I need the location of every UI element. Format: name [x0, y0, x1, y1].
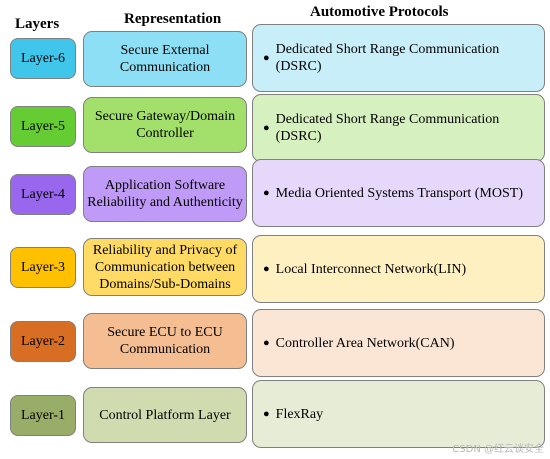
layer-label: Layer-4	[20, 187, 66, 202]
representation-header: Representation	[124, 11, 222, 27]
layer-label: Layer-6	[20, 51, 66, 66]
protocol-text: Local Interconnect Network(LIN)	[275, 261, 467, 277]
layer-4-box: Layer-4	[10, 174, 76, 215]
layer-3-box: Layer-3	[10, 247, 76, 288]
layer-4-protocol-box: ● Media Oriented Systems Transport (MOST…	[252, 159, 545, 227]
representation-text: Control Platform Layer	[99, 407, 231, 423]
bullet-icon: ●	[263, 51, 270, 64]
representation-text: Reliability and Privacy of Communication…	[92, 242, 238, 292]
layer-label: Layer-3	[20, 260, 66, 275]
layer-6-representation-box: Secure External Communication	[83, 31, 247, 87]
layer-5-protocol-box: ● Dedicated Short Range Communication (D…	[252, 94, 545, 162]
watermark: CSDN @红云谈安全	[452, 444, 544, 455]
layer-label: Layer-5	[20, 119, 66, 134]
protocol-text: Media Oriented Systems Transport (MOST)	[275, 185, 523, 201]
protocol-text: Dedicated Short Range Communication (DSR…	[275, 112, 500, 144]
protocol-text: Dedicated Short Range Communication (DSR…	[275, 42, 500, 74]
layer-2-box: Layer-2	[10, 321, 76, 362]
layer-label: Layer-1	[20, 408, 66, 423]
layer-1-protocol-box: ● FlexRay	[252, 380, 545, 448]
layer-5-representation-box: Secure Gateway/Domain Controller	[83, 97, 247, 153]
bullet-icon: ●	[263, 186, 270, 199]
layer-4-representation-box: Application Software Reliability and Aut…	[83, 166, 247, 222]
representation-text: Secure ECU to ECU Communication	[107, 325, 223, 357]
automotive-protocols-header: Automotive Protocols	[310, 4, 449, 20]
bullet-icon: ●	[263, 336, 270, 349]
protocol-text: FlexRay	[275, 406, 324, 422]
representation-text: Secure Gateway/Domain Controller	[94, 109, 236, 141]
layer-2-protocol-box: ● Controller Area Network(CAN)	[252, 309, 545, 377]
layer-6-box: Layer-6	[10, 38, 76, 79]
layer-3-protocol-box: ● Local Interconnect Network(LIN)	[252, 235, 545, 303]
bullet-icon: ●	[263, 121, 270, 134]
bullet-icon: ●	[263, 262, 270, 275]
bullet-icon: ●	[263, 407, 270, 420]
representation-text: Application Software Reliability and Aut…	[87, 178, 243, 210]
layer-3-representation-box: Reliability and Privacy of Communication…	[83, 238, 247, 296]
representation-text: Secure External Communication	[119, 43, 211, 75]
layer-label: Layer-2	[20, 334, 66, 349]
layer-1-box: Layer-1	[10, 395, 76, 436]
layers-header: Layers	[15, 16, 60, 32]
layer-1-representation-box: Control Platform Layer	[83, 387, 247, 443]
layer-6-protocol-box: ● Dedicated Short Range Communication (D…	[252, 24, 545, 92]
layer-2-representation-box: Secure ECU to ECU Communication	[83, 313, 247, 369]
layer-5-box: Layer-5	[10, 106, 76, 147]
protocol-text: Controller Area Network(CAN)	[275, 335, 455, 351]
